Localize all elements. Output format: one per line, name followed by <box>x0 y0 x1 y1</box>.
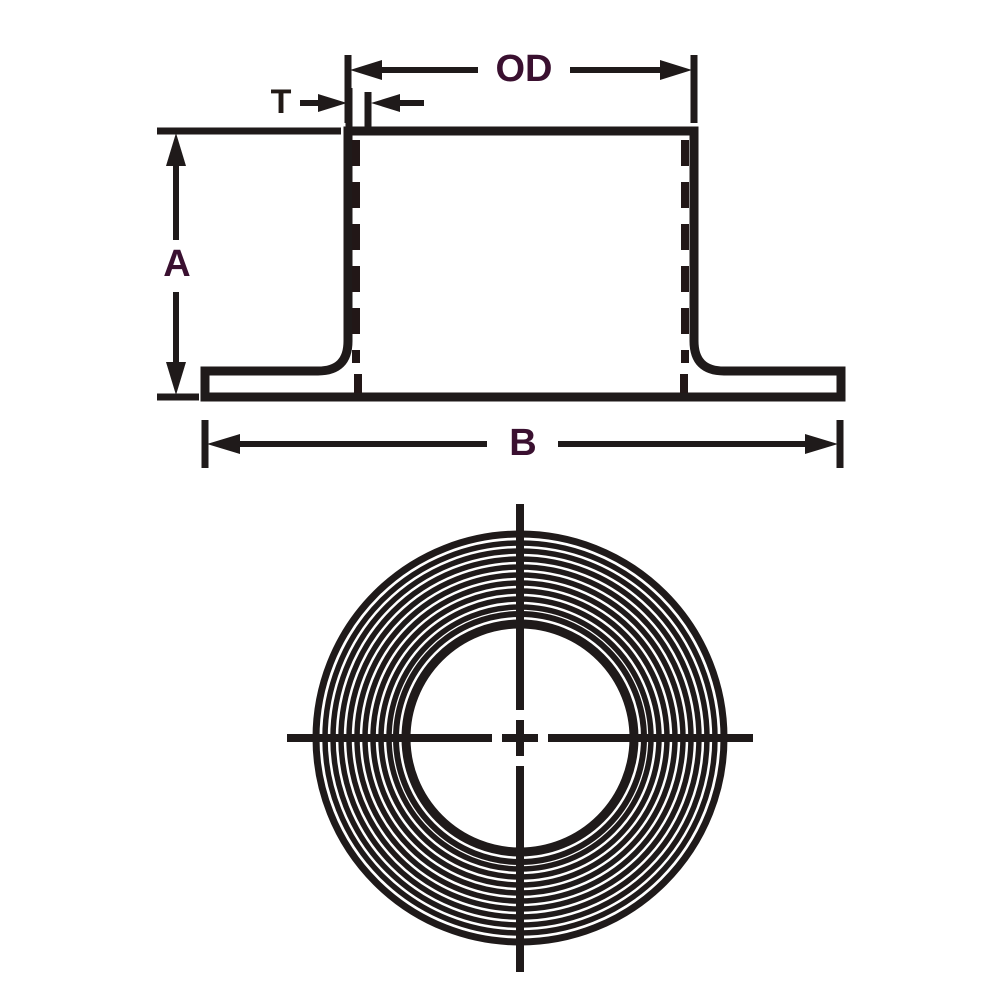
a-arrowhead-bottom-icon <box>166 362 186 395</box>
bushing-outer-profile <box>200 126 846 402</box>
t-arrowhead-right-icon <box>371 94 400 112</box>
hidden-bore-lines <box>352 140 689 363</box>
b-arrowhead-right-icon <box>805 434 838 454</box>
center-mark-cross-icon <box>502 720 538 756</box>
b-dimension-label: B <box>509 422 536 464</box>
od-dimension-label: OD <box>496 48 553 90</box>
dimension-od: OD <box>344 48 698 123</box>
t-arrowhead-left-icon <box>318 94 347 112</box>
dimension-t: T <box>271 83 424 128</box>
od-arrowhead-left-icon <box>350 60 382 80</box>
hidden-bore-flange-lines <box>354 374 688 393</box>
a-dimension-label: A <box>163 243 190 285</box>
od-arrowhead-right-icon <box>660 60 692 80</box>
t-dimension-label: T <box>271 83 292 121</box>
dimension-b: B <box>201 420 844 468</box>
a-arrowhead-top-icon <box>166 133 186 166</box>
centerlines-group <box>287 504 753 972</box>
dimension-a: A <box>157 127 341 401</box>
cross-section-view: OD T <box>157 48 846 468</box>
b-arrowhead-left-icon <box>207 434 240 454</box>
bushing-profile-outline <box>200 126 846 402</box>
bottom-plan-view <box>287 504 753 972</box>
